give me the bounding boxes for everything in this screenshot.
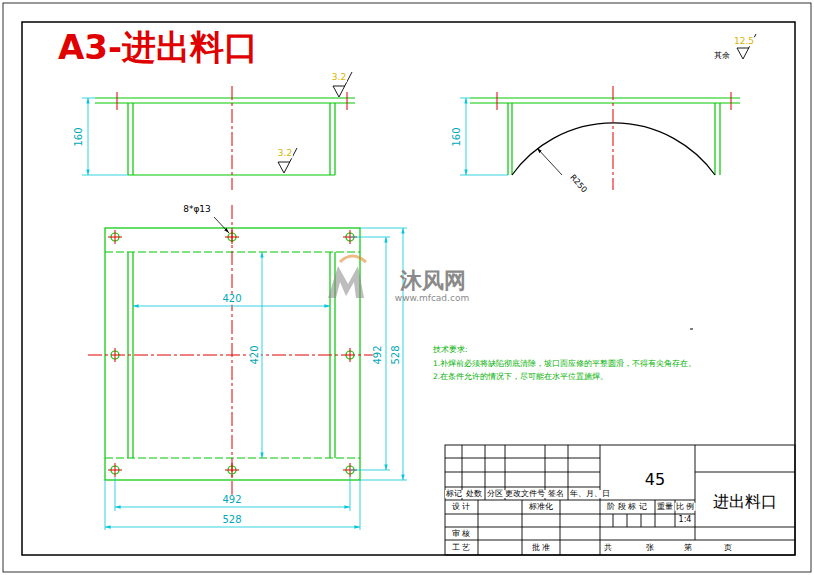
roughness-value: 3.2 [331,73,347,82]
roughness-note: 其余 [713,52,731,60]
drawing-title: A3-进出料口 [58,30,258,66]
roughness-value: 3.2 [277,149,293,158]
table-cell: 更改文件号 [504,490,546,498]
side-view [470,98,740,175]
roughness-value: 12.5 [733,37,755,46]
technical-note: 2.在条件允许的情况下，尽可能在水平位置施焊。 [432,373,609,381]
front-view [95,98,355,175]
table-cell: 处数 [465,490,483,498]
table-cell: 第 [683,544,693,552]
dimension-value: 160 [452,126,463,147]
dimension-value: 420 [221,294,242,305]
dimension-lines [82,98,128,175]
table-cell: 标准化 [528,503,554,511]
table-cell: 签名 [547,490,565,498]
watermark-logo [328,256,366,298]
table-cell: 页 [723,544,733,552]
notes-heading: 技术要求: [432,346,469,354]
table-cell: 比 例 [675,503,696,511]
dimension-value: 492 [221,495,242,506]
table-cell: 设 计 [451,503,472,511]
sheet-border [3,3,811,572]
table-cell: 批 准 [531,544,552,552]
radius-leader [537,148,562,175]
table-cell: 重量 [656,503,674,511]
table-cell: 审 核 [451,530,472,538]
dimension-value: 160 [74,126,85,147]
dimension-lines [105,228,407,530]
table-cell: 工 艺 [451,544,472,552]
dimension-value: 420 [250,344,261,365]
dimension-value: 528 [391,344,402,365]
table-cell: 阶 段 标 记 [606,503,648,511]
dimension-lines [460,98,508,175]
dimension-value: 528 [221,515,242,526]
table-cell: 分区 [486,490,504,498]
part-name: 进出料口 [712,494,778,511]
table-cell: 1:4 [678,516,693,524]
dimension-value: 492 [373,344,384,365]
table-cell: 张 [645,544,655,552]
roughness-symbol [278,34,756,173]
radius-value: R250 [567,173,589,196]
watermark: 沐风网 [399,269,467,292]
drawing-frame [22,22,795,555]
title-block [445,445,795,555]
center-lines [88,205,375,495]
watermark: www.mfcad.com [394,294,470,303]
mark [690,329,693,330]
material: 45 [644,472,666,489]
table-cell: 年、月、日 [569,490,611,498]
technical-note: 1.补焊前必须将缺陷彻底清除，坡口面应修的平整圆滑，不得有尖角存在。 [432,360,697,368]
table-cell: 共 [603,544,613,552]
center-lines [497,86,731,190]
hole-callout: 8*φ13 [182,205,212,214]
table-cell: 标记 [445,490,463,498]
center-lines [117,86,347,190]
hole-leader [214,217,229,233]
